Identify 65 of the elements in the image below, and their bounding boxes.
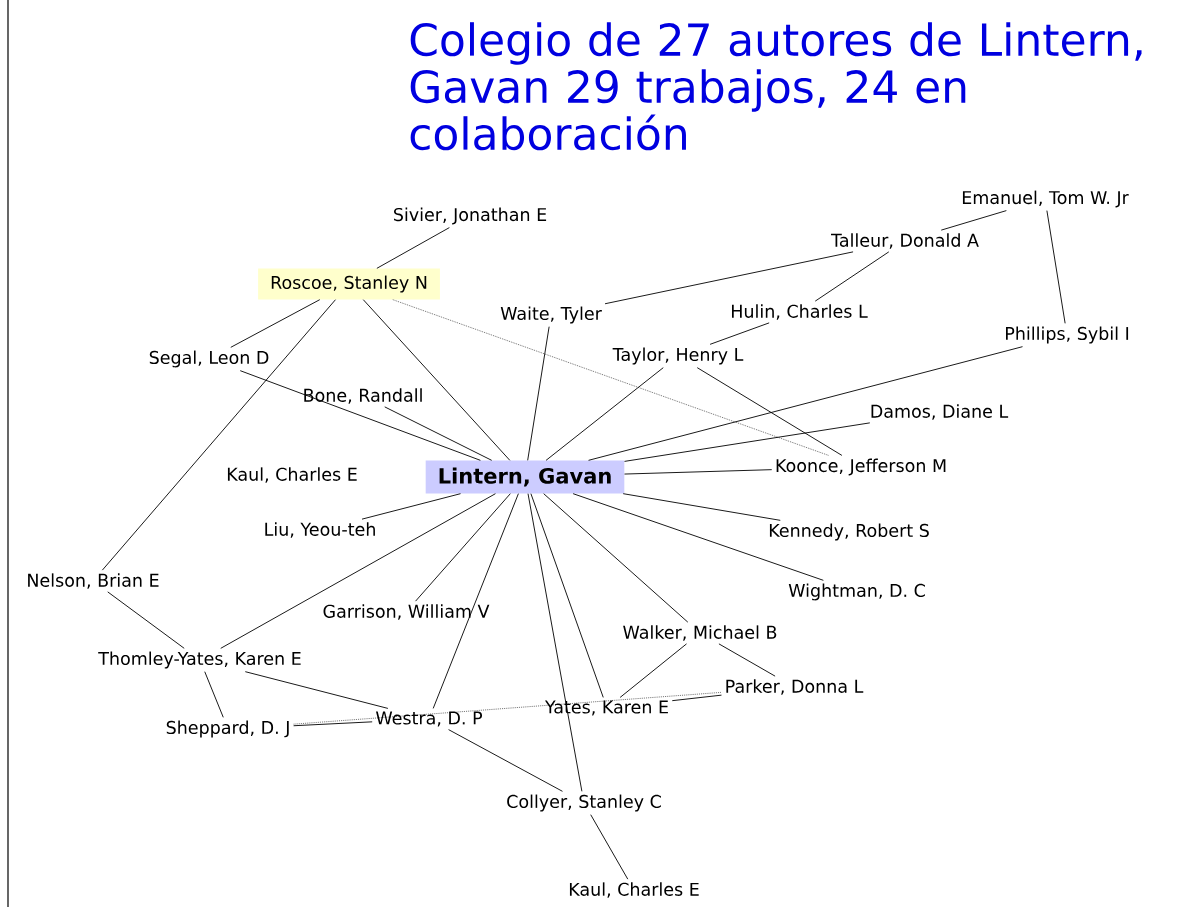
link-line xyxy=(604,251,854,305)
link-line xyxy=(362,299,511,461)
author-name: Kennedy, Robert S xyxy=(769,523,929,541)
link-line xyxy=(527,326,550,461)
link-line xyxy=(101,299,336,571)
author-name: Walker, Michael B xyxy=(623,625,777,641)
link-line xyxy=(588,346,1023,461)
author-name: Collyer, Stanley C xyxy=(507,794,661,812)
link-line xyxy=(545,367,664,461)
link-line xyxy=(940,210,1007,231)
author-name: Emanuel, Tom W. Jr xyxy=(962,190,1129,208)
author-name: Damos, Diane L xyxy=(871,404,1009,420)
author-name: Koonce, Jefferson M xyxy=(776,458,946,476)
author-name: Bone, Randall xyxy=(304,388,422,404)
author-name: Liu, Yeou-teh xyxy=(265,522,375,538)
author-name: Taylor, Henry L xyxy=(612,347,744,365)
author-name: Thomley-Yates, Karen E xyxy=(98,651,301,669)
link-line xyxy=(590,814,629,880)
author-name: Westra, D. P xyxy=(376,711,483,727)
author-name: Parker, Donna L xyxy=(726,679,864,695)
link-line xyxy=(293,721,373,727)
author-name: Waite, Tyler xyxy=(500,306,602,324)
author-name: Hulin, Charles L xyxy=(732,304,868,320)
author-name: Talleur, Donald A xyxy=(831,233,979,249)
link-line xyxy=(530,493,604,698)
title: Colegio de 27 autores de Lintern, Gavan 29 trabajos, 24 en colaboración xyxy=(410,22,1142,151)
link-line xyxy=(244,671,389,709)
dotted-link xyxy=(392,299,829,456)
author-name: Wightman, D. C xyxy=(788,583,925,601)
link-line xyxy=(527,493,583,792)
link-line xyxy=(624,422,871,462)
link-line xyxy=(220,493,496,649)
link-line xyxy=(415,493,511,602)
link-line xyxy=(622,493,781,521)
link-line xyxy=(384,406,493,461)
link-line xyxy=(718,643,776,677)
author-name: Kaul, Charles E xyxy=(569,882,699,898)
link-line xyxy=(814,251,890,302)
author-name: Phillips, Sybil I xyxy=(1006,326,1129,344)
link-line xyxy=(619,643,687,698)
link-line xyxy=(624,469,773,475)
link-line xyxy=(671,694,722,702)
central-author-box: Lintern, Gavan xyxy=(425,460,625,494)
link-line xyxy=(230,299,321,348)
link-line xyxy=(1046,210,1066,324)
author-name: Garrison, William V xyxy=(323,604,490,620)
link-line xyxy=(204,671,224,718)
author-name: Nelson, Brian E xyxy=(28,573,159,589)
link-line xyxy=(361,493,461,520)
author-name: Segal, Leon D xyxy=(149,350,269,368)
author-name: Sivier, Jonathan E xyxy=(394,207,547,225)
author-name: Kaul, Charles E xyxy=(227,467,357,483)
link-line xyxy=(239,370,481,461)
link-line xyxy=(432,493,519,709)
link-line xyxy=(709,322,770,345)
link-line xyxy=(448,729,563,792)
link-line xyxy=(696,367,843,456)
link-line xyxy=(376,227,450,269)
author-name: Yates, Karen E xyxy=(544,700,668,716)
highlighted-author-box: Roscoe, Stanley N xyxy=(258,268,440,300)
link-line xyxy=(543,493,689,623)
author-name: Sheppard, D. J xyxy=(166,720,289,738)
link-line xyxy=(107,591,185,649)
link-line xyxy=(572,493,824,581)
dotted-link xyxy=(293,692,722,725)
